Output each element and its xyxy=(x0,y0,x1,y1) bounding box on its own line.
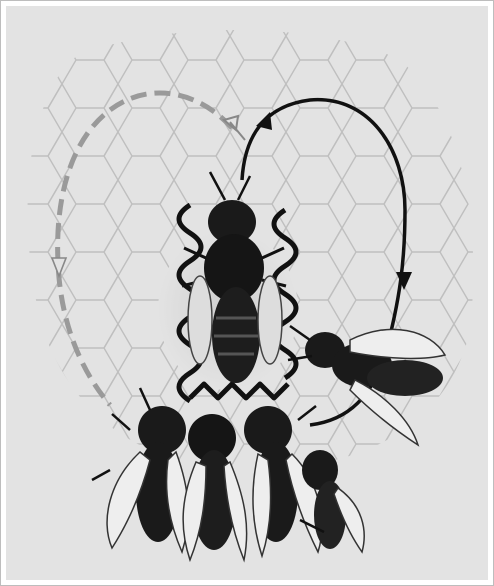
waggle-dance-figure xyxy=(0,0,494,586)
